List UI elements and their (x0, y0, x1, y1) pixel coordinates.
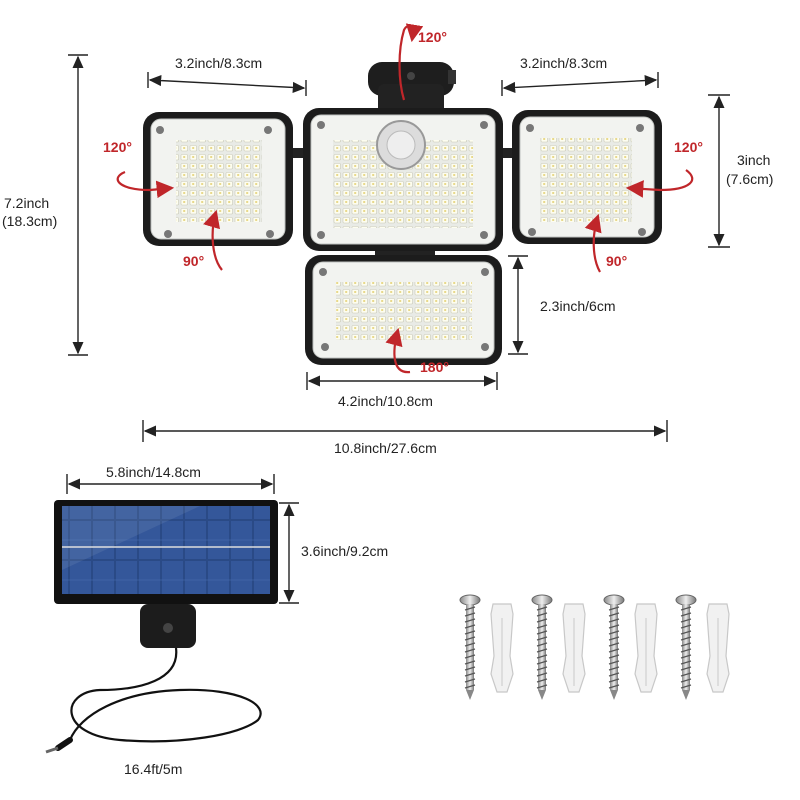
rotation-label-top: 120° (418, 29, 447, 45)
panel-cable (68, 647, 262, 743)
screw (603, 594, 625, 700)
dimension-lines (66, 54, 730, 604)
label-total-height-inch: 7.2inch (4, 195, 49, 211)
wall-anchor (706, 603, 730, 693)
mount-bracket (368, 62, 456, 114)
wall-anchor (490, 603, 514, 693)
bottom-light-head (305, 255, 502, 365)
rotation-arrow-top (398, 23, 424, 101)
label-panel-width: 5.8inch/14.8cm (106, 464, 201, 480)
label-total-width: 10.8inch/27.6cm (334, 440, 437, 456)
label-side-height-inch: 3inch (737, 152, 770, 168)
label-side-height-cm: (7.6cm) (726, 171, 773, 187)
rotation-label-left-vertical: 90° (183, 253, 204, 269)
right-light-head (512, 110, 662, 244)
solar-panel (45, 500, 278, 754)
rotation-arrow-bottom (385, 327, 411, 374)
label-panel-height: 3.6inch/9.2cm (301, 543, 388, 559)
label-side-width-right: 3.2inch/8.3cm (520, 55, 607, 71)
label-total-height-cm: (18.3cm) (2, 213, 57, 229)
rotation-label-right-vertical: 90° (606, 253, 627, 269)
center-light-head (303, 108, 503, 251)
rotation-arrow-left-horizontal (116, 170, 175, 199)
rotation-arrow-left-vertical (203, 209, 223, 271)
label-bottom-height: 2.3inch/6cm (540, 298, 615, 314)
screw (675, 594, 697, 700)
rotation-arrow-right-horizontal (625, 169, 694, 198)
label-cable-length: 16.4ft/5m (124, 761, 182, 777)
screw (459, 594, 481, 700)
screw (531, 594, 553, 700)
left-light-head (143, 112, 293, 246)
rotation-label-bottom: 180° (420, 359, 449, 375)
label-bottom-width: 4.2inch/10.8cm (338, 393, 433, 409)
rotation-indicators: 120° 120° 90° 120° 90° 180° (103, 23, 703, 375)
dimension-labels: 3.2inch/8.3cm 3.2inch/8.3cm 7.2inch (18.… (2, 55, 773, 777)
rotation-arrow-right-vertical (584, 213, 602, 273)
mounting-hardware (459, 594, 730, 700)
rotation-label-left-horizontal: 120° (103, 139, 132, 155)
label-side-width-left: 3.2inch/8.3cm (175, 55, 262, 71)
rotation-label-right-horizontal: 120° (674, 139, 703, 155)
wall-anchor (562, 603, 586, 693)
wall-anchor (634, 603, 658, 693)
light-fixture (143, 62, 662, 365)
